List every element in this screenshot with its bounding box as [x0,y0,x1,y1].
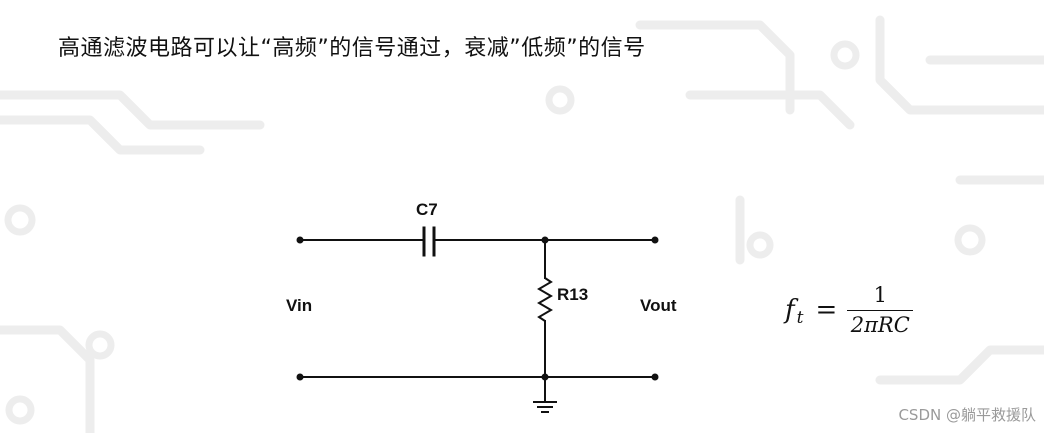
junction-node-bottom [541,373,549,381]
resistor-zigzag [537,277,553,322]
formula-symbol: f [785,295,795,325]
output-terminal-top [651,236,659,244]
formula-denominator: 2πRC [850,313,910,337]
junction-node-top [541,236,549,244]
resistor-label: R13 [557,285,589,304]
input-terminal-top [296,236,304,244]
capacitor-label: C7 [416,200,438,219]
output-terminal-bottom [651,373,659,381]
cutoff-frequency-formula: f t = 1 2πRC [785,283,914,337]
formula-equals: = [815,295,838,325]
watermark: CSDN @躺平救援队 [898,406,1036,424]
output-voltage-label: Vout [640,296,677,315]
formula-fraction: 1 2πRC [847,283,914,337]
formula-subscript: t [796,308,804,328]
formula-numerator: 1 [873,283,887,307]
slide-title: 高通滤波电路可以让“高频”的信号通过，衰减”低频”的信号 [58,36,646,61]
fraction-bar [847,310,914,311]
input-voltage-label: Vin [286,296,313,315]
input-terminal-bottom [296,373,304,381]
